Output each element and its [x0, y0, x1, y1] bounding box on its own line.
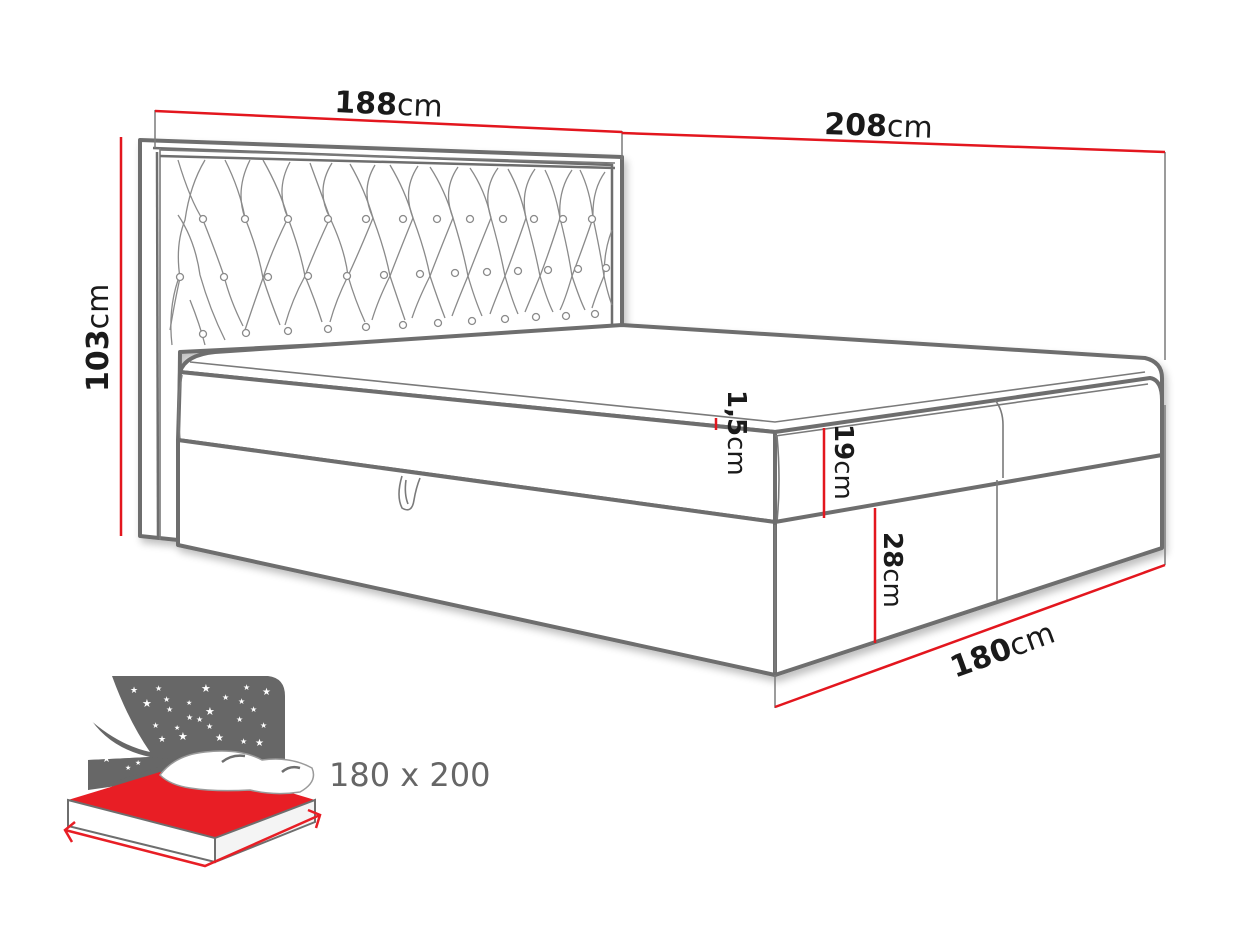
svg-text:★: ★ — [215, 733, 224, 744]
svg-text:★: ★ — [95, 739, 101, 747]
svg-text:★: ★ — [135, 759, 141, 767]
dim-line-208 — [621, 131, 1166, 154]
stars-decoration: ★ ★ ★ ★ ★ ★ ★ ★ ★ ★ ★ ★ ★ ★ ★ ★ ★ ★ ★ ★ … — [95, 682, 271, 772]
svg-text:★: ★ — [178, 730, 188, 743]
svg-text:★: ★ — [262, 687, 271, 698]
sleeping-area-size-label: 180 x 200 — [329, 756, 490, 794]
svg-text:★: ★ — [174, 724, 180, 732]
svg-text:★: ★ — [260, 721, 267, 730]
extension-lines — [154, 110, 1166, 708]
svg-text:★: ★ — [222, 693, 229, 702]
svg-text:★: ★ — [201, 682, 211, 695]
dim-line-188 — [154, 109, 623, 134]
dim-label-19: 19cm — [828, 424, 858, 500]
svg-text:★: ★ — [152, 721, 159, 730]
svg-text:★: ★ — [186, 713, 193, 722]
headboard-tufting — [169, 159, 613, 346]
dim-label-103: 103cm — [81, 284, 116, 392]
dim-label-1-5: 1,5cm — [721, 390, 751, 476]
svg-text:★: ★ — [166, 705, 173, 714]
dim-label-180: 180cm — [946, 616, 1060, 686]
svg-text:★: ★ — [250, 705, 257, 714]
bed-base — [176, 438, 1164, 677]
svg-text:★: ★ — [112, 745, 119, 754]
dim-label-28: 28cm — [877, 532, 907, 608]
dim-label-208: 208cm — [824, 107, 933, 146]
svg-text:★: ★ — [196, 715, 203, 724]
svg-text:★: ★ — [142, 697, 152, 710]
svg-text:★: ★ — [102, 754, 111, 765]
dim-label-188: 188cm — [334, 85, 444, 125]
svg-text:★: ★ — [240, 737, 247, 746]
storage-strap-icon — [398, 475, 421, 511]
svg-text:★: ★ — [255, 738, 264, 749]
bed-starry-night-icon: ★ ★ ★ ★ ★ ★ ★ ★ ★ ★ ★ ★ ★ ★ ★ ★ ★ ★ ★ ★ … — [63, 676, 322, 868]
svg-text:★: ★ — [163, 695, 170, 704]
svg-text:★: ★ — [125, 764, 131, 772]
dimension-labels: 188cm 208cm 103cm 1,5cm 19cm 28cm 180cm — [81, 85, 1060, 685]
svg-text:★: ★ — [206, 722, 213, 731]
dimension-lines — [119, 109, 1166, 709]
svg-text:★: ★ — [155, 684, 162, 693]
svg-text:★: ★ — [130, 686, 138, 696]
svg-text:★: ★ — [205, 705, 215, 718]
svg-text:★: ★ — [186, 699, 192, 707]
svg-text:★: ★ — [236, 715, 243, 724]
dim-line-180 — [774, 563, 1166, 709]
svg-text:★: ★ — [243, 683, 250, 692]
bed-illustration — [138, 138, 1164, 677]
svg-text:★: ★ — [158, 735, 166, 745]
svg-text:★: ★ — [238, 697, 245, 706]
